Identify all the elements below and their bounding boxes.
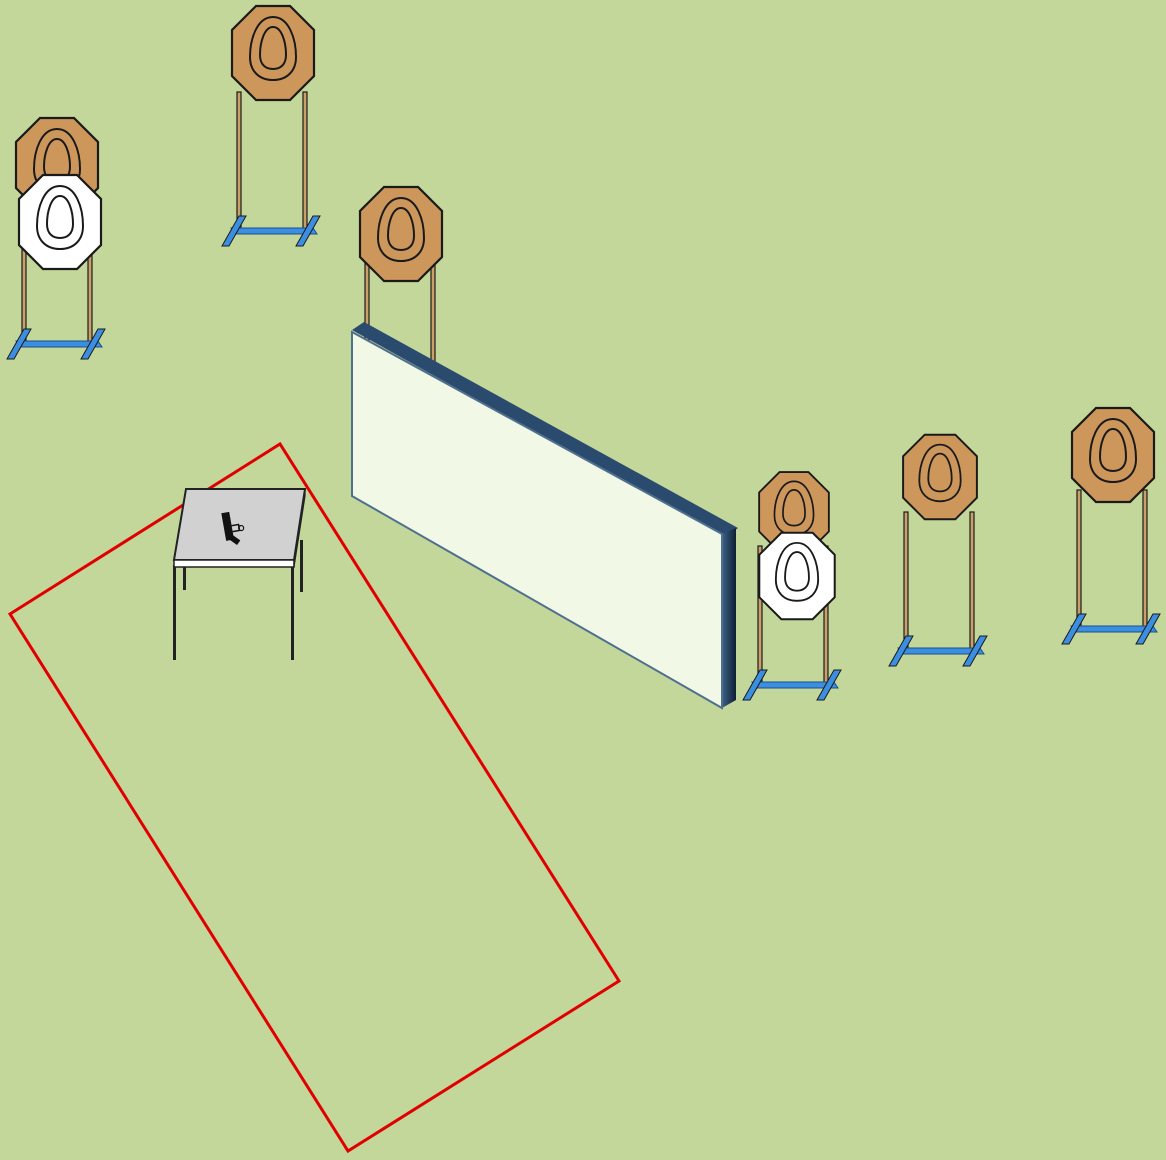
tan-target-e [902, 433, 978, 521]
start-table [172, 488, 307, 660]
target-stand-f [1061, 489, 1161, 645]
target-stand-e [888, 511, 988, 667]
no-shoot-target-b [17, 173, 103, 271]
tan-target-a [230, 4, 316, 102]
target-stand-a [221, 91, 321, 247]
tan-target-f [1070, 406, 1156, 504]
no-shoot-target-d [758, 531, 836, 621]
tan-target-c [358, 185, 444, 283]
pistol-icon [221, 511, 245, 546]
barrier-wall [351, 322, 738, 710]
